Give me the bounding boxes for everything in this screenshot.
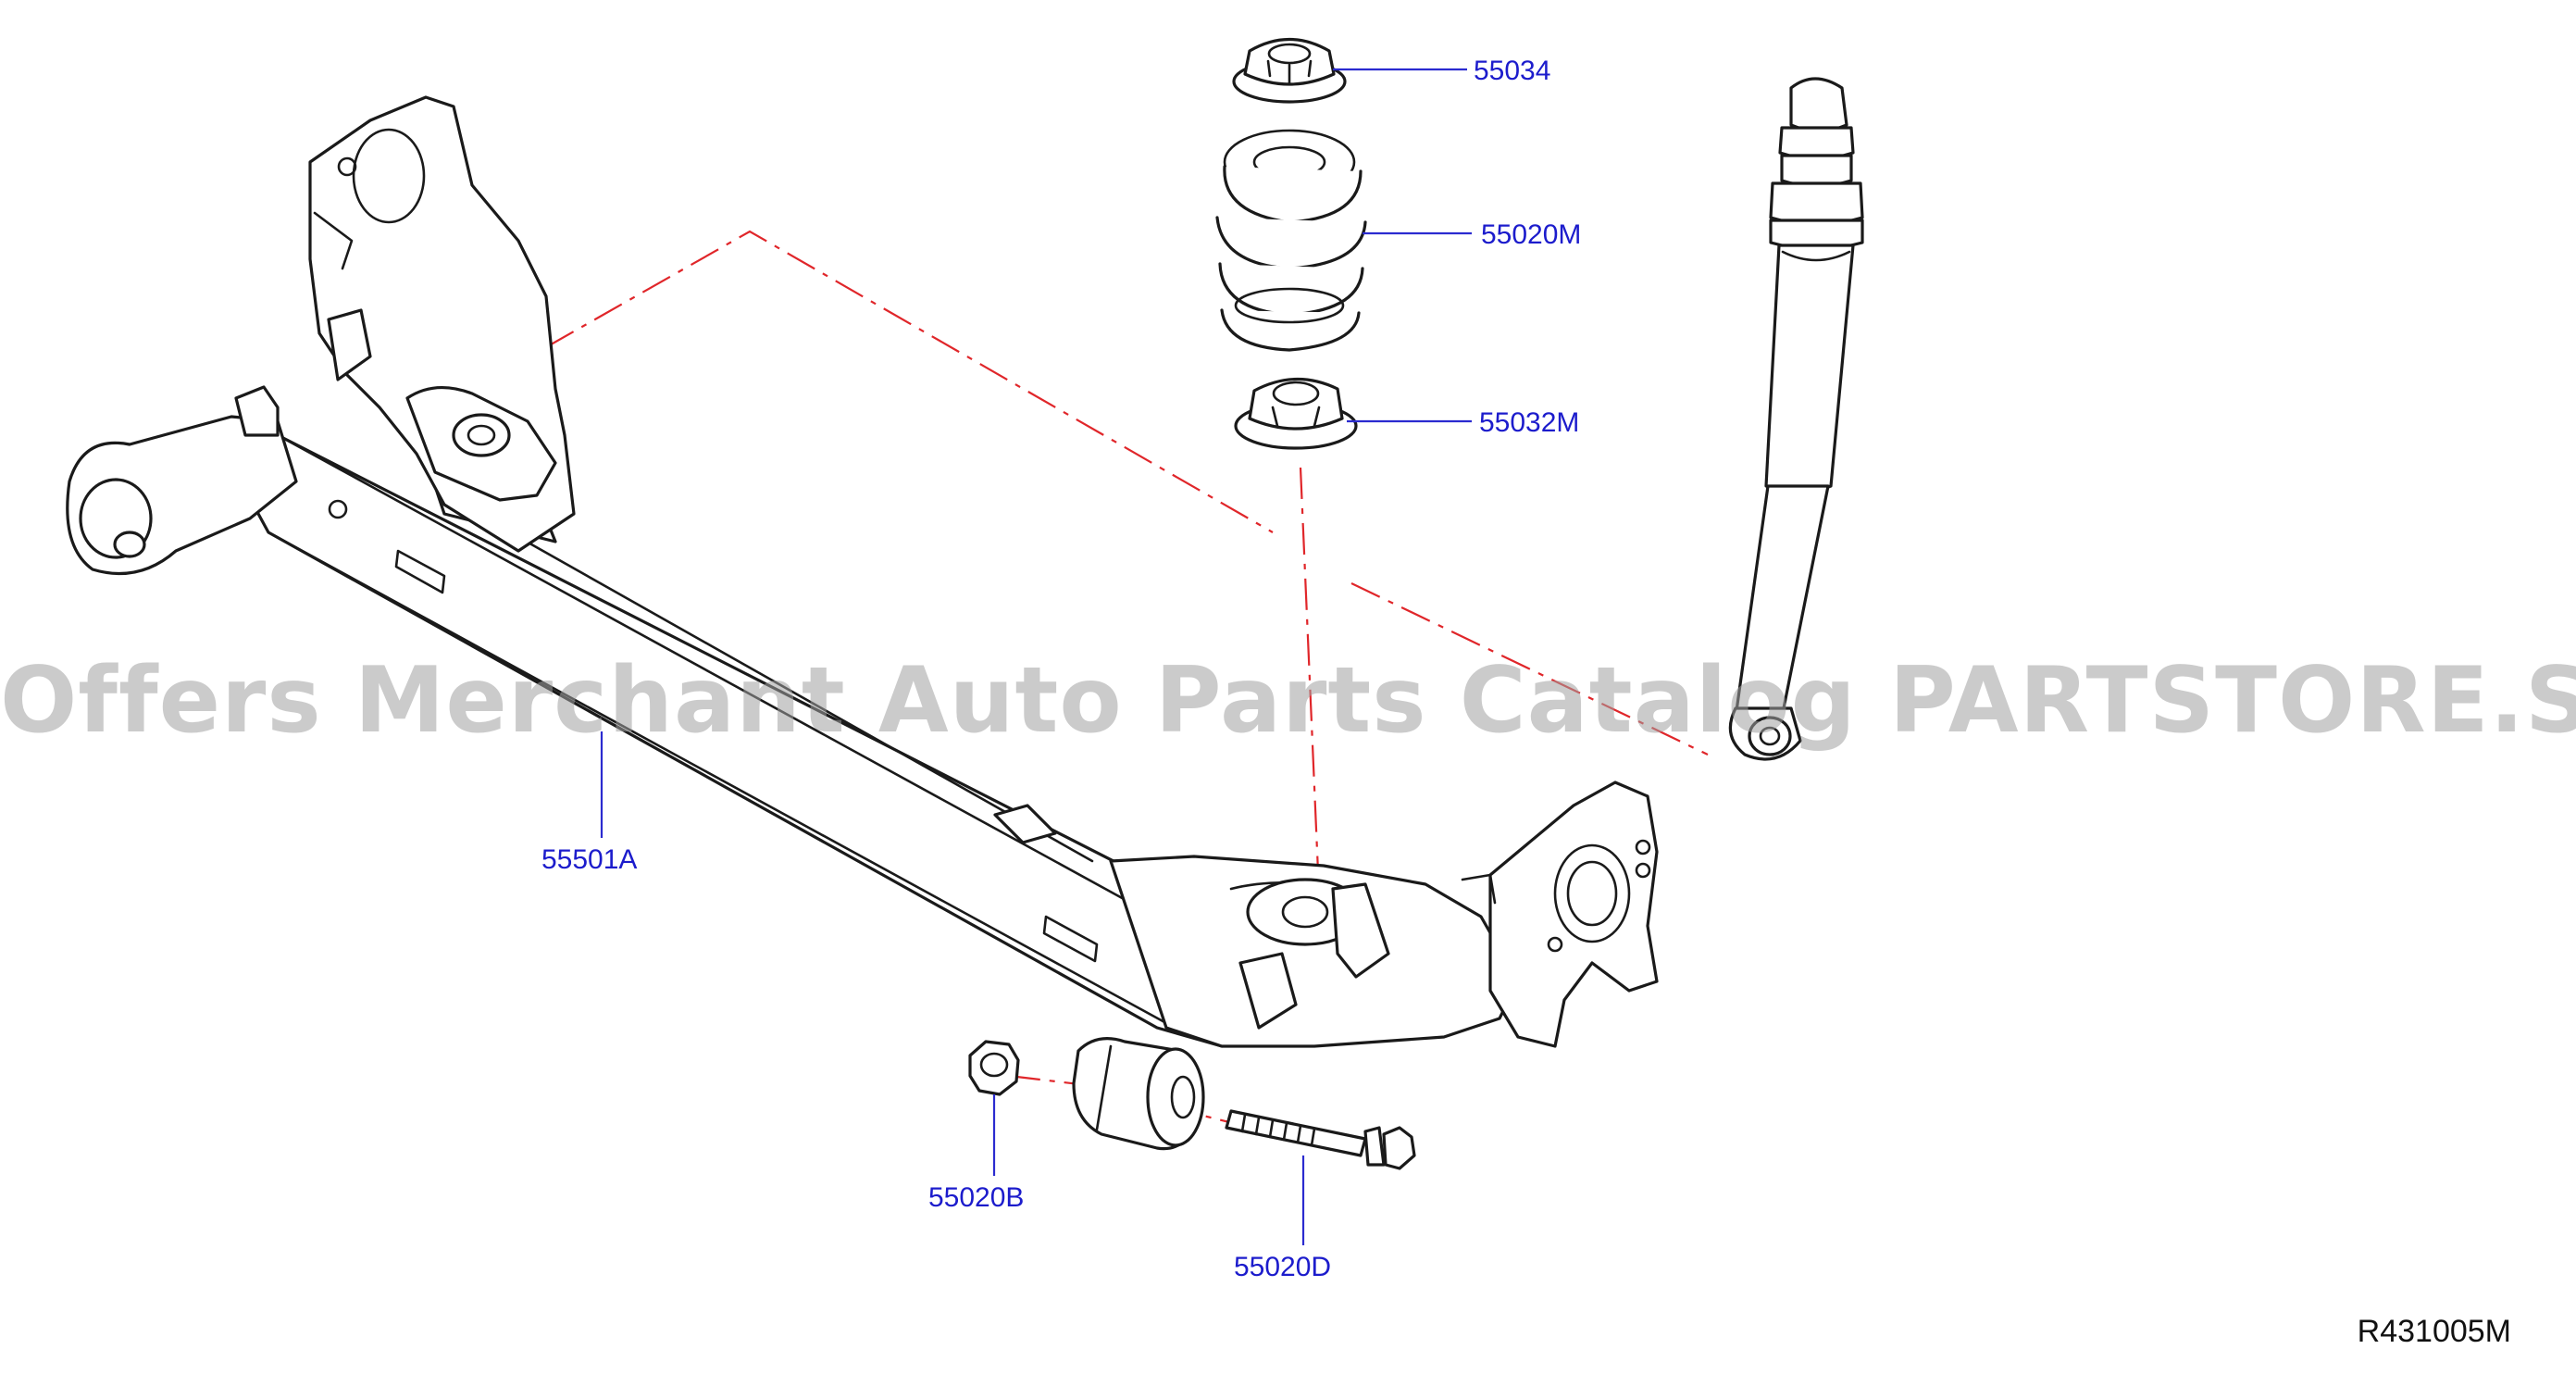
coil-spring[interactable] xyxy=(1215,129,1367,352)
callout-55501a[interactable]: 55501A xyxy=(541,844,638,875)
rear-axle-beam[interactable] xyxy=(66,95,1659,1048)
callout-55032m[interactable]: 55032M xyxy=(1479,407,1580,438)
watermark: Offers Merchant Auto Parts Catalog PARTS… xyxy=(0,648,2576,754)
bolt[interactable] xyxy=(1225,1109,1416,1170)
shock-absorber[interactable] xyxy=(1728,77,1864,761)
callout-55034[interactable]: 55034 xyxy=(1474,56,1551,86)
diagram-code: R431005M xyxy=(2357,1314,2511,1349)
callout-55020d[interactable]: 55020D xyxy=(1234,1252,1332,1282)
callout-55020b[interactable]: 55020B xyxy=(928,1182,1025,1213)
nut[interactable] xyxy=(968,1040,1020,1096)
callout-55020m[interactable]: 55020M xyxy=(1481,219,1582,250)
axle-bushing[interactable] xyxy=(1072,1037,1205,1151)
upper-spring-seat[interactable] xyxy=(1232,37,1347,104)
leader-lines xyxy=(600,68,1472,1245)
lower-spring-seat[interactable] xyxy=(1234,377,1358,450)
